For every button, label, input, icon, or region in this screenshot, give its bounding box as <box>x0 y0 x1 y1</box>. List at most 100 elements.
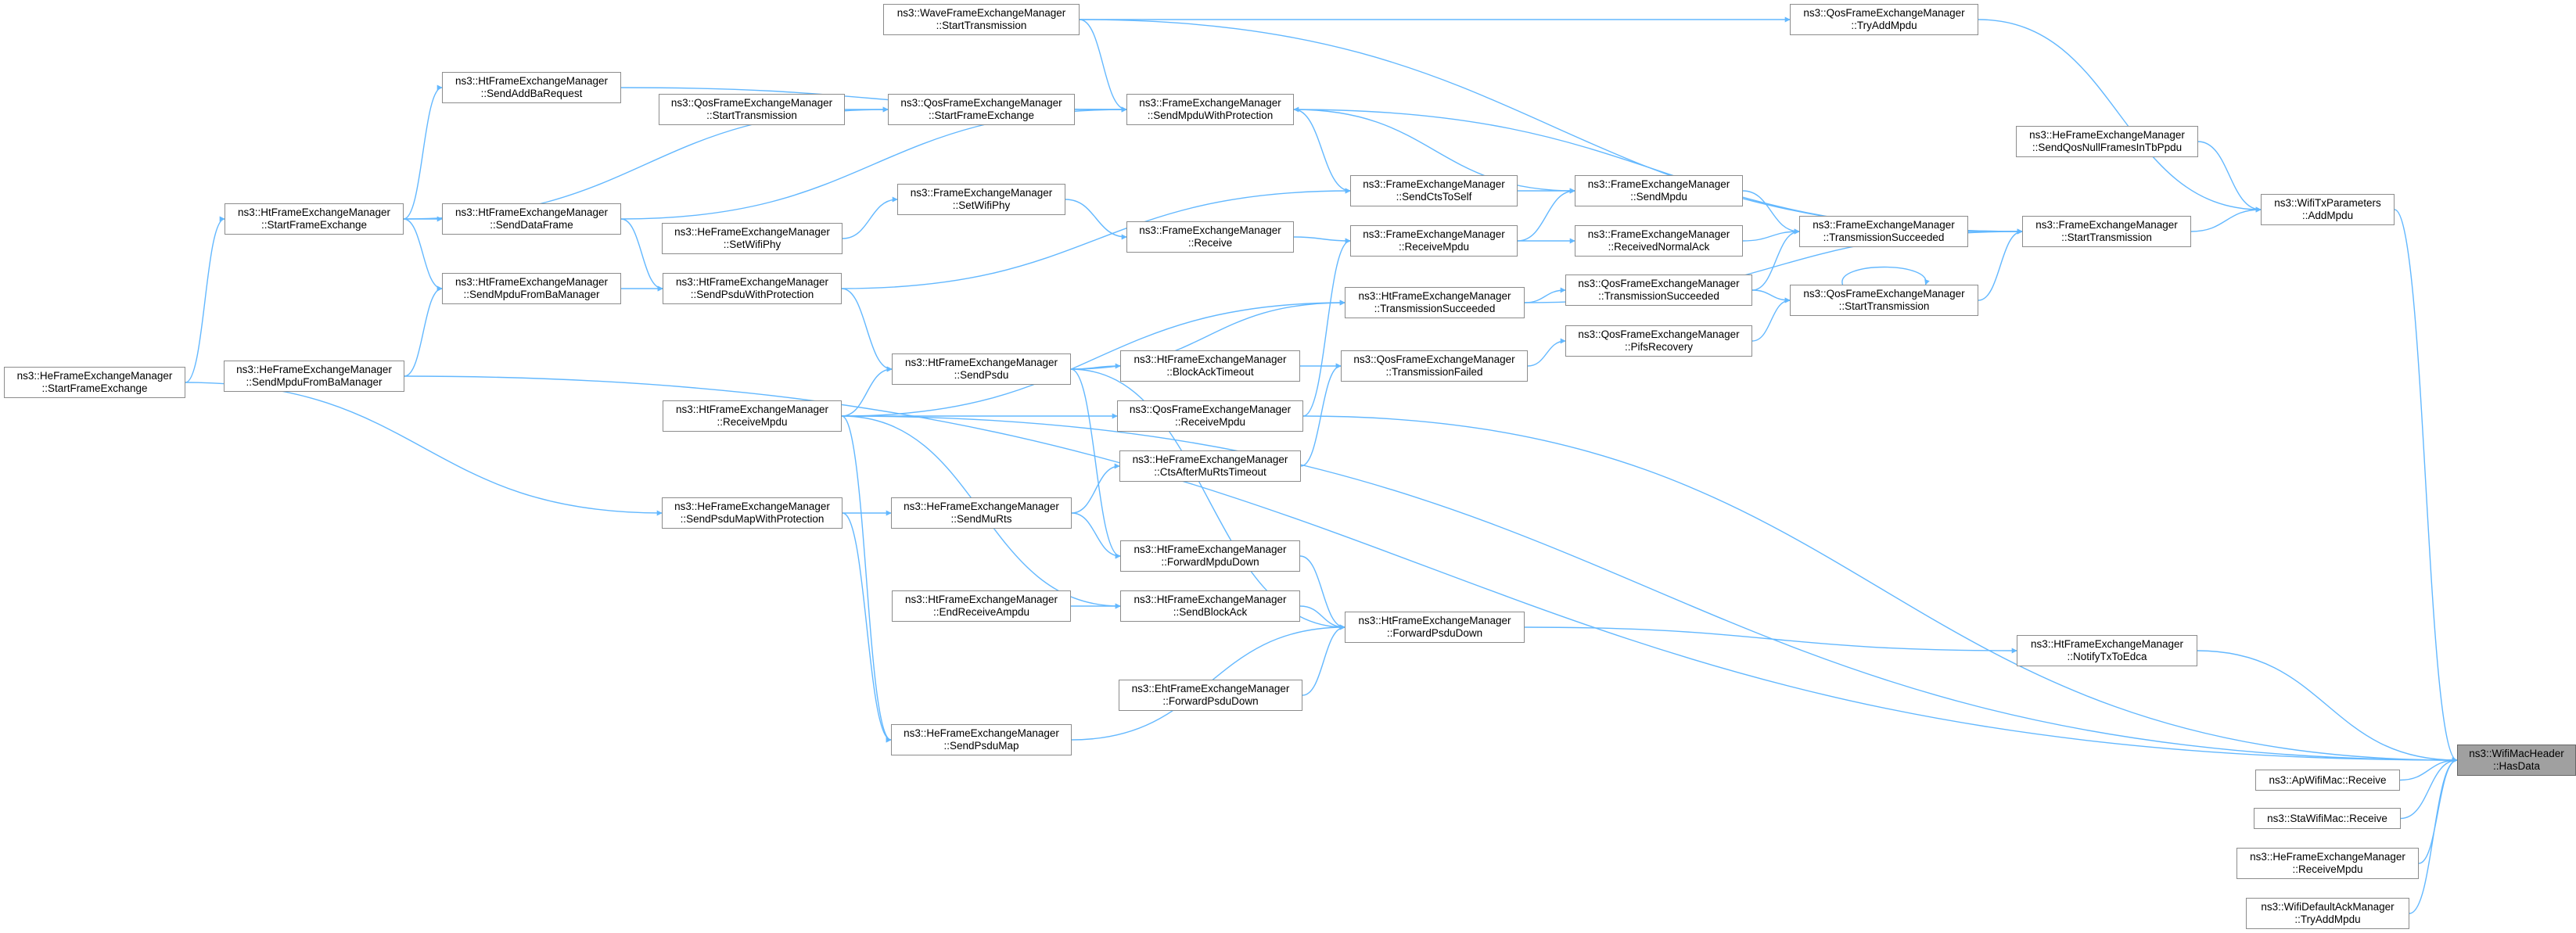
node-method-label: ::AddMpdu <box>2301 210 2354 221</box>
edge-wave-st-to-fem-st <box>1079 19 2023 235</box>
graph-node-ht-mpdufromba[interactable]: ns3::HtFrameExchangeManager::SendMpduFro… <box>442 273 621 304</box>
node-method-label: ::ForwardPsduDown <box>1162 695 1259 707</box>
graph-node-ht-sfe[interactable]: ns3::HtFrameExchangeManager::StartFrameE… <box>225 203 404 235</box>
node-class-label: ns3::HtFrameExchangeManager <box>1358 290 1511 302</box>
node-method-label: ::SendDataFrame <box>490 219 573 231</box>
node-class-label: ns3::QosFrameExchangeManager <box>1353 353 1515 365</box>
graph-node-ht-senddata[interactable]: ns3::HtFrameExchangeManager::SendDataFra… <box>442 203 621 235</box>
node-class-label: ns3::WifiTxParameters <box>2274 197 2381 209</box>
graph-node-qos-sfe[interactable]: ns3::QosFrameExchangeManager::StartFrame… <box>888 94 1075 125</box>
node-method-label: ::EndReceiveAmpdu <box>932 606 1030 618</box>
node-method-label: ::StartTransmission <box>706 109 797 121</box>
graph-node-ap-rx[interactable]: ns3::ApWifiMac::Receive <box>2255 770 2400 791</box>
graph-node-qos-tryadd[interactable]: ns3::QosFrameExchangeManager::TryAddMpdu <box>1790 4 1978 35</box>
graph-node-fem-txsucc[interactable]: ns3::FrameExchangeManager::TransmissionS… <box>1799 216 1968 247</box>
graph-node-fem-mpduwp[interactable]: ns3::FrameExchangeManager::SendMpduWithP… <box>1126 94 1294 125</box>
node-method-label: ::Receive <box>1187 237 1233 249</box>
node-class-label: ns3::HtFrameExchangeManager <box>1358 615 1511 626</box>
edge-he-qosnull-to-txp-addmpdu <box>2197 141 2262 213</box>
graph-node-qos-txsucc[interactable]: ns3::QosFrameExchangeManager::Transmissi… <box>1565 275 1752 306</box>
graph-node-ht-addba[interactable]: ns3::HtFrameExchangeManager::SendAddBaRe… <box>442 72 621 103</box>
graph-node-ht-fwdpsdu[interactable]: ns3::HtFrameExchangeManager::ForwardPsdu… <box>1345 612 1525 643</box>
graph-node-fem-sendmpdu[interactable]: ns3::FrameExchangeManager::SendMpdu <box>1575 175 1743 206</box>
node-method-label: ::StartTransmission <box>2061 231 2152 243</box>
node-class-label: ns3::EhtFrameExchangeManager <box>1131 683 1290 694</box>
graph-node-qos-pifs[interactable]: ns3::QosFrameExchangeManager::PifsRecove… <box>1565 325 1752 357</box>
graph-node-fem-st[interactable]: ns3::FrameExchangeManager::StartTransmis… <box>2022 216 2191 247</box>
graph-node-he-psdumap[interactable]: ns3::HeFrameExchangeManager::SendPsduMap <box>891 724 1072 755</box>
edge-he-sfe-to-he-psdumapwp <box>185 382 663 516</box>
edge-fem-mpduwp-to-fem-cts <box>1293 109 1351 194</box>
edge-qos-txsucc-to-fem-txsucc <box>1751 228 1800 291</box>
graph-node-ht-sendpsdu[interactable]: ns3::HtFrameExchangeManager::SendPsdu <box>892 353 1071 385</box>
node-class-label: ns3::HtFrameExchangeManager <box>237 206 391 218</box>
edge-qos-st-right-to-fem-st <box>1978 228 2023 301</box>
graph-node-txp-addmpdu[interactable]: ns3::WifiTxParameters::AddMpdu <box>2261 194 2395 225</box>
node-method-label: ::SetWifiPhy <box>952 199 1011 211</box>
graph-node-eht-fwdpsdu[interactable]: ns3::EhtFrameExchangeManager::ForwardPsd… <box>1119 680 1302 711</box>
graph-node-wave-st[interactable]: ns3::WaveFrameExchangeManager::StartTran… <box>883 4 1080 35</box>
node-class-label: ns3::WifiMacHeader <box>2469 748 2564 759</box>
graph-node-ht-endampdu[interactable]: ns3::HtFrameExchangeManager::EndReceiveA… <box>892 590 1071 622</box>
node-class-label: ns3::FrameExchangeManager <box>1813 219 1955 231</box>
edge-he-murts-to-ht-fwdmpdu <box>1071 512 1121 559</box>
edge-ht-sfe-to-qos-sfe <box>403 106 889 220</box>
graph-node-ack-tryadd[interactable]: ns3::WifiDefaultAckManager::TryAddMpdu <box>2246 898 2409 929</box>
edge-ht-notify-to-hasdata <box>2197 650 2458 763</box>
node-method-label: ::TransmissionSucceeded <box>1374 303 1496 314</box>
graph-node-he-sfe[interactable]: ns3::HeFrameExchangeManager::StartFrameE… <box>4 367 185 398</box>
graph-node-he-murts[interactable]: ns3::HeFrameExchangeManager::SendMuRts <box>891 497 1072 529</box>
graph-node-fem-rxack[interactable]: ns3::FrameExchangeManager::ReceivedNorma… <box>1575 225 1743 257</box>
edge-qos-txsucc-to-qos-st-right <box>1751 289 1791 303</box>
graph-node-he-ctstimeout[interactable]: ns3::HeFrameExchangeManager::CtsAfterMuR… <box>1119 450 1301 482</box>
graph-node-qos-txfail[interactable]: ns3::QosFrameExchangeManager::Transmissi… <box>1341 350 1528 382</box>
graph-node-ht-fwdmpdu[interactable]: ns3::HtFrameExchangeManager::ForwardMpdu… <box>1120 540 1300 572</box>
edge-eht-fwdpsdu-to-ht-fwdpsdu <box>1302 624 1345 696</box>
graph-node-qos-st-left[interactable]: ns3::QosFrameExchangeManager::StartTrans… <box>659 94 845 125</box>
graph-node-fem-rx[interactable]: ns3::FrameExchangeManager::Receive <box>1126 221 1294 253</box>
graph-node-he-psdumapwp[interactable]: ns3::HeFrameExchangeManager::SendPsduMap… <box>662 497 842 529</box>
node-class-label: ns3::StaWifiMac::Receive <box>2267 812 2387 824</box>
graph-node-ht-txsucc[interactable]: ns3::HtFrameExchangeManager::Transmissio… <box>1345 287 1525 318</box>
graph-node-ht-psduwp[interactable]: ns3::HtFrameExchangeManager::SendPsduWit… <box>663 273 842 304</box>
edge-ht-rxmpdu-to-he-psdumap <box>841 415 892 743</box>
graph-node-qos-st-right[interactable]: ns3::QosFrameExchangeManager::StartTrans… <box>1790 285 1978 316</box>
edge-ht-sendba-to-ht-fwdpsdu <box>1299 605 1345 630</box>
edge-fem-rx-to-fem-rxmpdu <box>1293 236 1351 244</box>
graph-node-sta-rx[interactable]: ns3::StaWifiMac::Receive <box>2254 808 2401 829</box>
node-class-label: ns3::QosFrameExchangeManager <box>1803 7 1965 19</box>
graph-node-fem-rxmpdu[interactable]: ns3::FrameExchangeManager::ReceiveMpdu <box>1350 225 1518 257</box>
edge-he-rxmpdu-to-hasdata <box>2418 757 2458 864</box>
graph-node-ht-notify[interactable]: ns3::HtFrameExchangeManager::NotifyTxToE… <box>2017 635 2197 666</box>
graph-node-qos-rxmpdu[interactable]: ns3::QosFrameExchangeManager::ReceiveMpd… <box>1117 400 1303 432</box>
node-method-label: ::SendMpduWithProtection <box>1147 109 1274 121</box>
graph-node-fem-cts[interactable]: ns3::FrameExchangeManager::SendCtsToSelf <box>1350 175 1518 206</box>
graph-node-he-mpdufromba[interactable]: ns3::HeFrameExchangeManager::SendMpduFro… <box>224 361 404 392</box>
node-class-label: ns3::HeFrameExchangeManager <box>1132 454 1288 465</box>
edge-ht-sfe-to-ht-mpdufromba <box>403 218 443 292</box>
node-method-label: ::SendMpdu <box>1630 191 1687 203</box>
edge-qos-rxmpdu-to-hasdata <box>1302 415 2458 763</box>
edge-ht-fwdpsdu-to-ht-notify <box>1524 626 2017 654</box>
graph-node-he-rxmpdu[interactable]: ns3::HeFrameExchangeManager::ReceiveMpdu <box>2236 848 2419 879</box>
edge-qos-txfail-to-qos-pifs <box>1527 338 1566 367</box>
node-method-label: ::BlockAckTimeout <box>1166 366 1254 378</box>
node-method-label: ::StartFrameExchange <box>928 109 1035 121</box>
graph-node-ht-batimeout[interactable]: ns3::HtFrameExchangeManager::BlockAckTim… <box>1120 350 1300 382</box>
node-class-label: ns3::FrameExchangeManager <box>1139 97 1281 109</box>
graph-node-he-qosnull[interactable]: ns3::HeFrameExchangeManager::SendQosNull… <box>2016 126 2198 157</box>
node-class-label: ns3::HeFrameExchangeManager <box>674 501 830 512</box>
edge-he-murts-to-he-ctstimeout <box>1071 463 1120 514</box>
graph-node-ht-sendba[interactable]: ns3::HtFrameExchangeManager::SendBlockAc… <box>1120 590 1300 622</box>
node-method-label: ::TransmissionSucceeded <box>1823 231 1945 243</box>
node-class-label: ns3::HtFrameExchangeManager <box>904 357 1058 368</box>
graph-node-fem-setphy[interactable]: ns3::FrameExchangeManager::SetWifiPhy <box>897 184 1065 215</box>
node-method-label: ::NotifyTxToEdca <box>2067 651 2147 662</box>
node-method-label: ::ReceiveMpdu <box>1174 416 1246 428</box>
node-method-label: ::StartTransmission <box>936 20 1027 31</box>
edge-qos-st-right-to-qos-st-right <box>1841 266 1930 285</box>
graph-node-ht-rxmpdu[interactable]: ns3::HtFrameExchangeManager::ReceiveMpdu <box>663 400 842 432</box>
graph-node-he-setphy[interactable]: ns3::HeFrameExchangeManager::SetWifiPhy <box>662 223 842 254</box>
node-method-label: ::ReceiveMpdu <box>2292 863 2363 875</box>
